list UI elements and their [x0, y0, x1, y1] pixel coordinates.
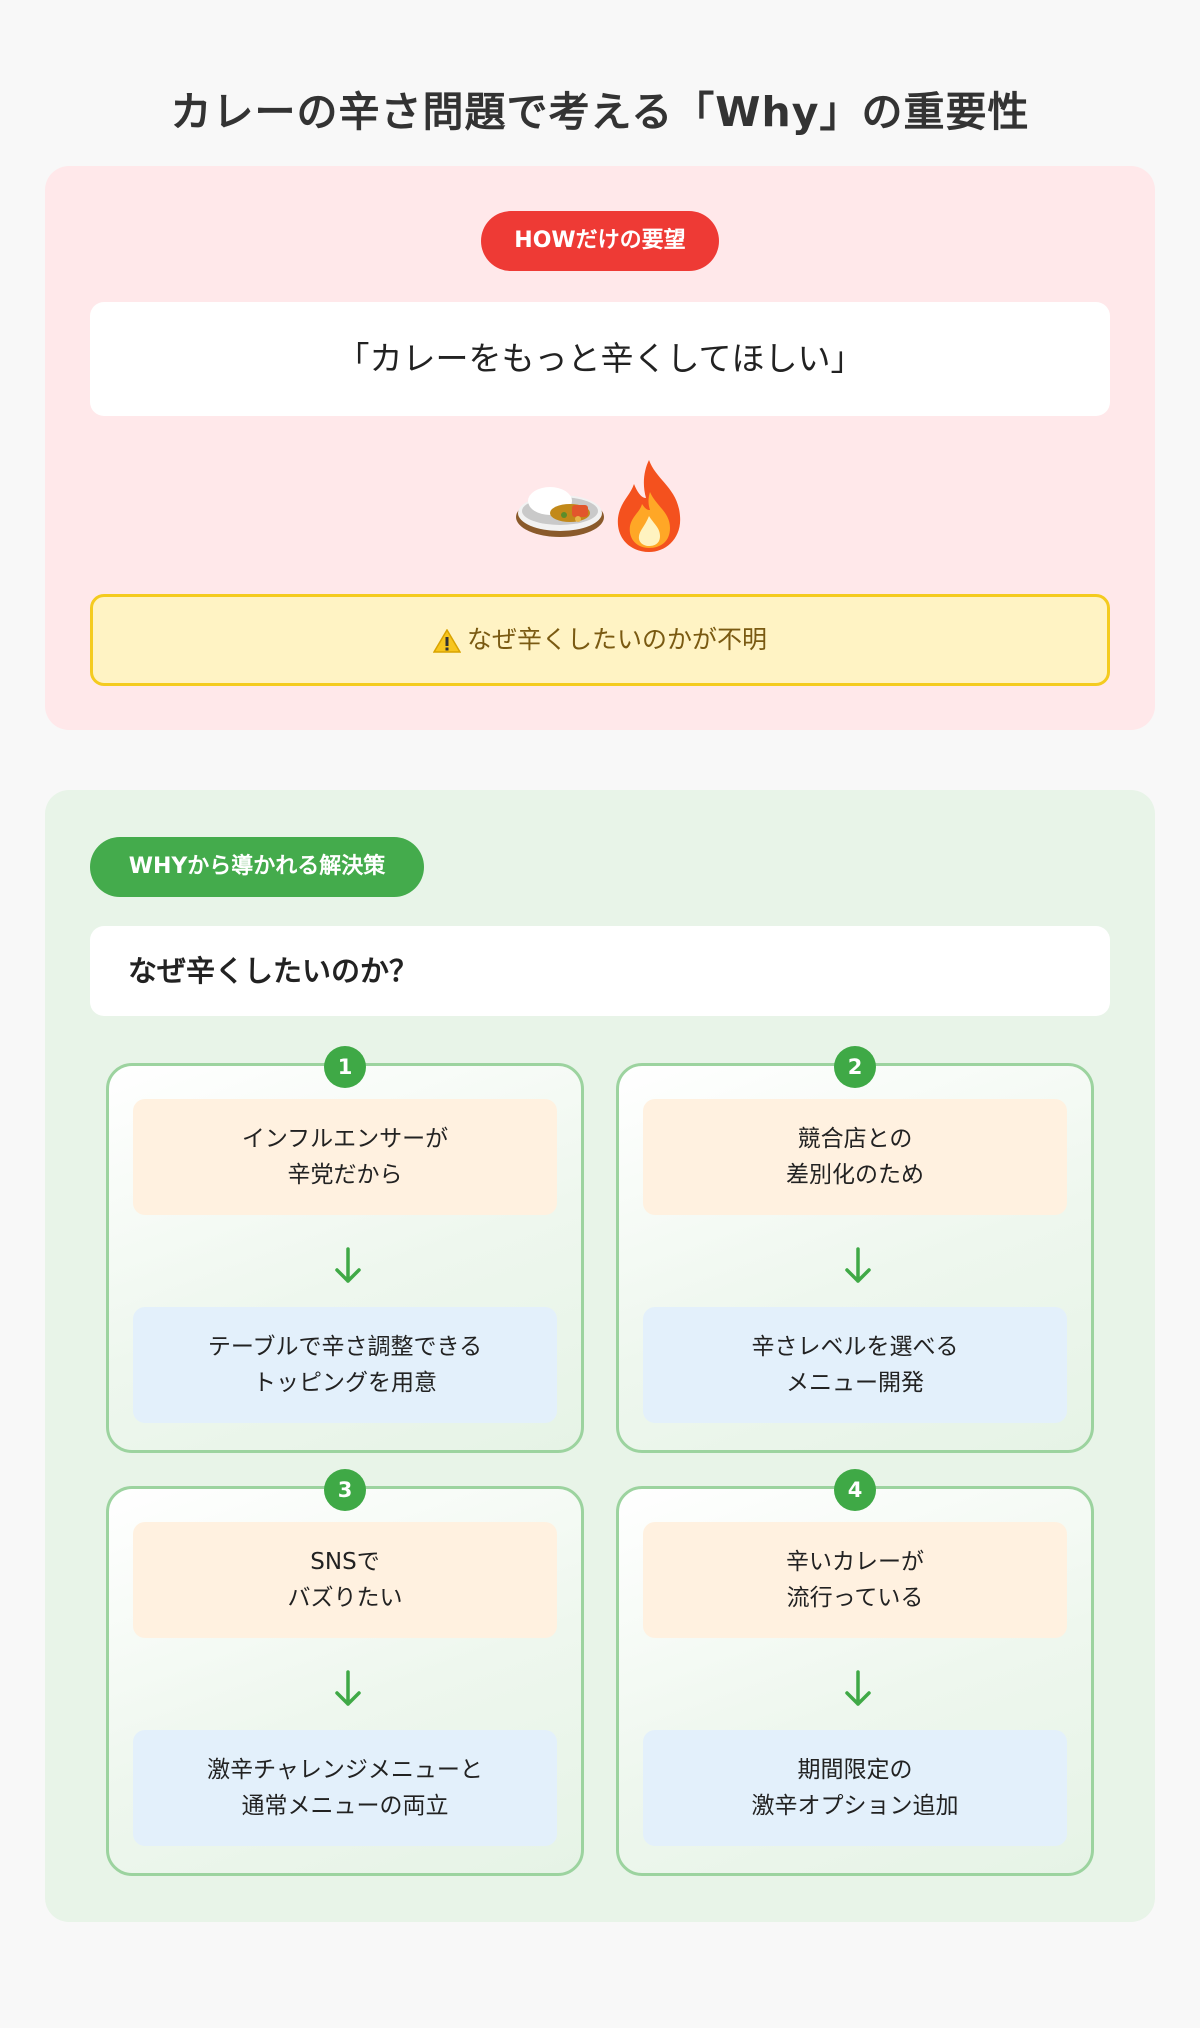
warning-box: なぜ辛くしたいのかが不明 — [90, 594, 1110, 686]
why-panel: WHYから導かれる解決策 なぜ辛くしたいのか？ 1 インフルエンサーが 辛党だか… — [45, 790, 1155, 1922]
solution-box: テーブルで辛さ調整できる トッピングを用意 — [133, 1307, 557, 1423]
reason-box: 競合店との 差別化のため — [643, 1099, 1067, 1215]
how-badge: HOWだけの要望 — [481, 211, 719, 271]
fire-icon — [617, 460, 681, 552]
solution-box: 激辛チャレンジメニューと 通常メニューの両立 — [133, 1730, 557, 1846]
reason-box: SNSで バズりたい — [133, 1522, 557, 1638]
solution-box: 期間限定の 激辛オプション追加 — [643, 1730, 1067, 1846]
warning-icon — [432, 629, 461, 653]
card-number-badge: 2 — [834, 1046, 876, 1088]
request-quote: 「カレーをもっと辛くしてほしい」 — [90, 302, 1110, 416]
why-question: なぜ辛くしたいのか？ — [90, 926, 1110, 1016]
reason-box: インフルエンサーが 辛党だから — [133, 1099, 557, 1215]
how-panel: HOWだけの要望 「カレーをもっと辛くしてほしい」 なぜ辛くしたいのかが不明 — [45, 166, 1155, 730]
reason-card-4: 4 辛いカレーが 流行っている 期間限定の 激辛オプション追加 — [616, 1469, 1094, 1876]
card-number-badge: 3 — [324, 1469, 366, 1511]
emoji-row — [45, 451, 1155, 561]
reason-box: 辛いカレーが 流行っている — [643, 1522, 1067, 1638]
reason-card-2: 2 競合店との 差別化のため 辛さレベルを選べる メニュー開発 — [616, 1046, 1094, 1453]
card-number-badge: 4 — [834, 1469, 876, 1511]
arrow-down-icon — [845, 1247, 871, 1283]
reason-card-3: 3 SNSで バズりたい 激辛チャレンジメニューと 通常メニューの両立 — [106, 1469, 584, 1876]
warning-text: なぜ辛くしたいのかが不明 — [466, 625, 767, 654]
arrow-down-icon — [335, 1247, 361, 1283]
page-title: カレーの辛さ問題で考える「Why」の重要性 — [170, 88, 1030, 136]
solution-box: 辛さレベルを選べる メニュー開発 — [643, 1307, 1067, 1423]
why-badge: WHYから導かれる解決策 — [90, 837, 424, 897]
reason-card-1: 1 インフルエンサーが 辛党だから テーブルで辛さ調整できる トッピングを用意 — [106, 1046, 584, 1453]
arrow-down-icon — [845, 1670, 871, 1706]
card-number-badge: 1 — [324, 1046, 366, 1088]
curry-rice-icon — [516, 487, 604, 537]
arrow-down-icon — [335, 1670, 361, 1706]
